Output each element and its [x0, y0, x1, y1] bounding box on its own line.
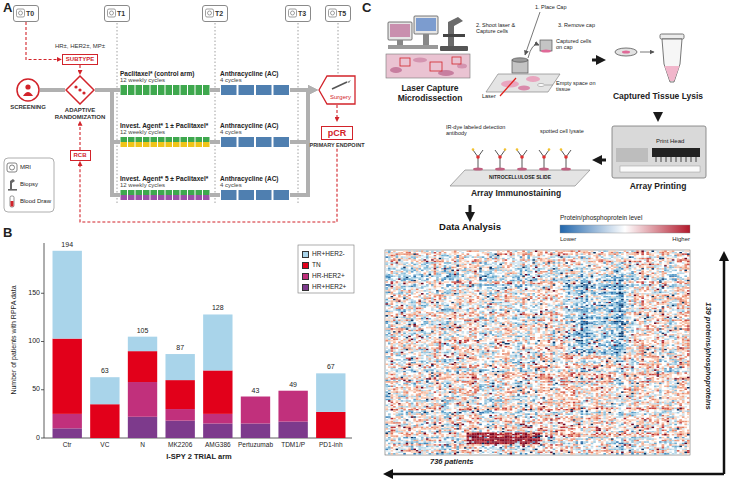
figure: T0T1T2T3T5SCREENINGSUBTYPEADAPTIVE RANDO…: [0, 0, 738, 481]
